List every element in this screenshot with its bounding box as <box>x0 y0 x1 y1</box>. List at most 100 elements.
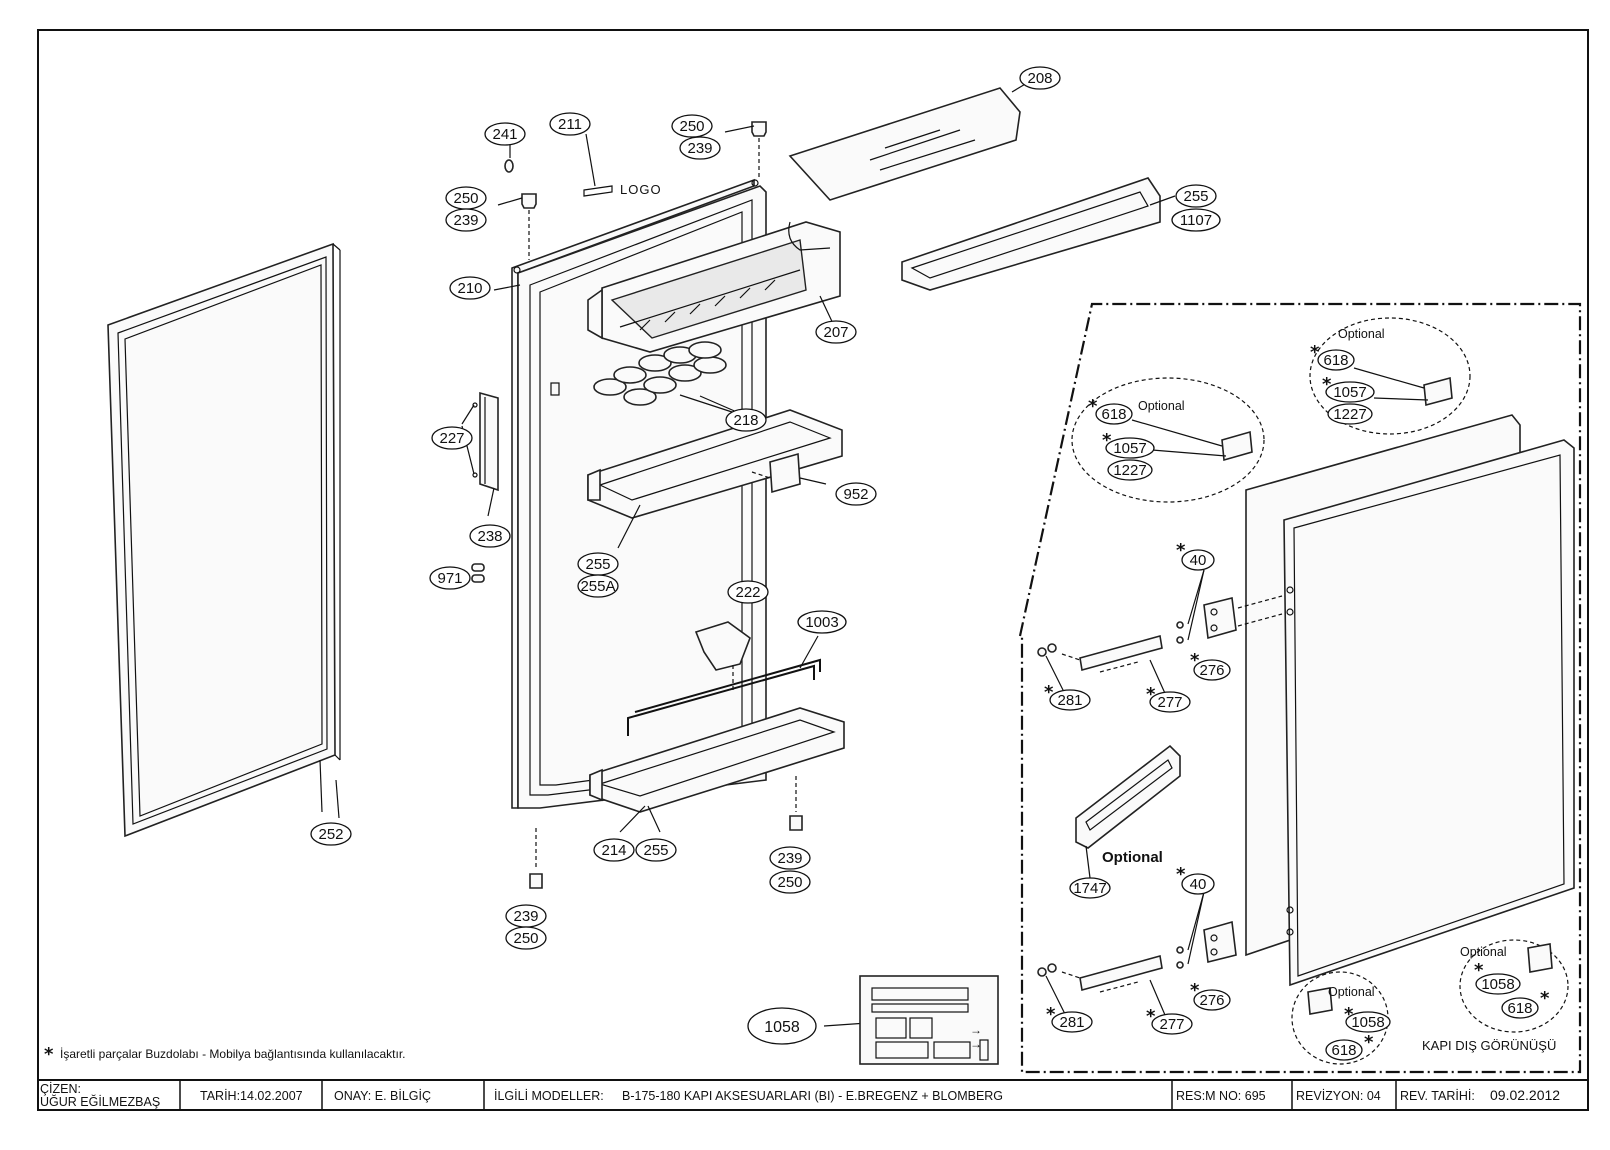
callout-210: 210 <box>449 276 491 300</box>
svg-text:250: 250 <box>777 874 802 891</box>
optional-label-4: Optional <box>1328 985 1375 999</box>
egg-tray-part <box>593 341 733 413</box>
svg-text:*: * <box>1474 960 1484 981</box>
clip-952-part <box>751 452 827 494</box>
svg-text:*: * <box>1344 1004 1354 1025</box>
rail-lower <box>1061 954 1163 993</box>
clip-971-part <box>471 563 485 583</box>
callout-218: 218 <box>725 408 767 432</box>
approved-by-field: ONAY: E. BİLGİÇ <box>334 1089 431 1103</box>
bottle-stopper-part <box>694 621 751 690</box>
svg-text:→: → <box>970 1037 982 1051</box>
svg-text:618: 618 <box>1323 352 1348 369</box>
drawn-by-name: UĞUR EĞİLMEZBAŞ <box>40 1094 160 1109</box>
svg-text:208: 208 <box>1027 70 1052 87</box>
callout-1227a: 1227 <box>1107 459 1153 481</box>
logo-label: LOGO <box>620 182 662 197</box>
callout-227: 227 <box>431 426 473 450</box>
models-value: B-175-180 KAPI AKSESUARLARI (BI) - E.BRE… <box>622 1089 1003 1103</box>
wire-rail-part <box>627 635 821 736</box>
svg-text:*: * <box>1540 988 1550 1009</box>
callout-618d: 618 <box>1501 997 1539 1019</box>
svg-text:→: → <box>970 1023 982 1037</box>
callout-1057a: 1057 <box>1105 437 1155 459</box>
callout-277b: 277 <box>1151 1013 1193 1035</box>
svg-text:255: 255 <box>643 842 668 859</box>
optional-label-5: Optional <box>1460 945 1507 959</box>
svg-text:1057: 1057 <box>1333 384 1366 401</box>
screws <box>1037 621 1184 977</box>
svg-text:239: 239 <box>513 908 538 925</box>
svg-text:*: * <box>1176 540 1186 561</box>
callout-276b: 276 <box>1193 989 1231 1011</box>
callout-250c: 250 <box>769 870 811 894</box>
callout-250d: 250 <box>505 926 547 950</box>
svg-text:276: 276 <box>1199 992 1224 1009</box>
callout-207: 207 <box>815 320 857 344</box>
svg-text:1058: 1058 <box>1481 976 1514 993</box>
callout-250b: 250 <box>445 186 487 210</box>
callout-1107: 1107 <box>1171 208 1221 232</box>
callout-618b: 618 <box>1317 349 1355 371</box>
plug-parts <box>504 121 803 889</box>
callout-241: 241 <box>484 122 526 146</box>
detail-view-boundary <box>1018 302 1582 1074</box>
callout-255c: 255 <box>635 838 677 862</box>
revision-date-value: 09.02.2012 <box>1490 1087 1560 1103</box>
svg-text:281: 281 <box>1057 692 1082 709</box>
svg-text:952: 952 <box>843 486 868 503</box>
outer-door-panels <box>1245 414 1575 987</box>
callout-222: 222 <box>727 580 769 604</box>
dairy-lid-part <box>788 87 1021 201</box>
callout-252: 252 <box>310 822 352 846</box>
callout-239a: 239 <box>679 136 721 160</box>
bottom-shelf-part <box>589 707 845 813</box>
optional-label-3: Optional <box>1102 849 1163 866</box>
svg-text:255: 255 <box>585 556 610 573</box>
logo-placement: LOGO <box>583 133 662 197</box>
svg-text:*: * <box>1088 396 1098 417</box>
svg-text:1058: 1058 <box>764 1019 800 1036</box>
svg-text:250: 250 <box>679 118 704 135</box>
svg-text:276: 276 <box>1199 662 1224 679</box>
leader-lines <box>335 79 1176 833</box>
callout-281b: 281 <box>1051 1011 1093 1033</box>
svg-text:1107: 1107 <box>1180 212 1212 229</box>
callout-1747: 1747 <box>1069 877 1111 899</box>
svg-text:227: 227 <box>439 430 464 447</box>
callout-239d: 239 <box>505 904 547 928</box>
svg-text:*: * <box>1176 864 1186 885</box>
callout-277a: 277 <box>1149 691 1191 713</box>
svg-text:277: 277 <box>1159 1016 1184 1033</box>
callout-1058a: 1058 <box>1345 1011 1391 1033</box>
svg-text:211: 211 <box>558 116 582 133</box>
hinge-bracket-lower <box>1203 920 1237 963</box>
svg-text:239: 239 <box>777 850 802 867</box>
door-gasket-part <box>107 242 341 838</box>
svg-text:238: 238 <box>477 528 502 545</box>
control-panel-1058: → → <box>859 975 999 1065</box>
top-shelf-part <box>587 221 841 353</box>
optional-label-1: Optional <box>1138 399 1185 413</box>
callout-971: 971 <box>429 566 471 590</box>
svg-text:239: 239 <box>453 212 478 229</box>
svg-text:255A: 255A <box>580 578 615 595</box>
callout-1058b: 1058 <box>1475 973 1521 995</box>
svg-text:971: 971 <box>437 570 462 587</box>
svg-text:*: * <box>1190 650 1200 671</box>
drawn-by-label: ÇİZEN: <box>40 1082 81 1096</box>
callout-1227b: 1227 <box>1327 403 1373 425</box>
svg-text:1227: 1227 <box>1113 462 1146 479</box>
callout-40a: 40 <box>1181 549 1215 571</box>
svg-text:252: 252 <box>318 826 343 843</box>
svg-text:*: * <box>1102 430 1112 451</box>
svg-text:250: 250 <box>453 190 478 207</box>
svg-text:207: 207 <box>823 324 848 341</box>
optional-rail-1747 <box>1075 744 1181 849</box>
optional-detail-ellipse-4 <box>1459 939 1569 1033</box>
svg-text:277: 277 <box>1157 694 1182 711</box>
svg-text:*: * <box>1364 1032 1374 1053</box>
svg-text:618: 618 <box>1101 406 1126 423</box>
callout-1058big: 1058 <box>747 1007 817 1045</box>
